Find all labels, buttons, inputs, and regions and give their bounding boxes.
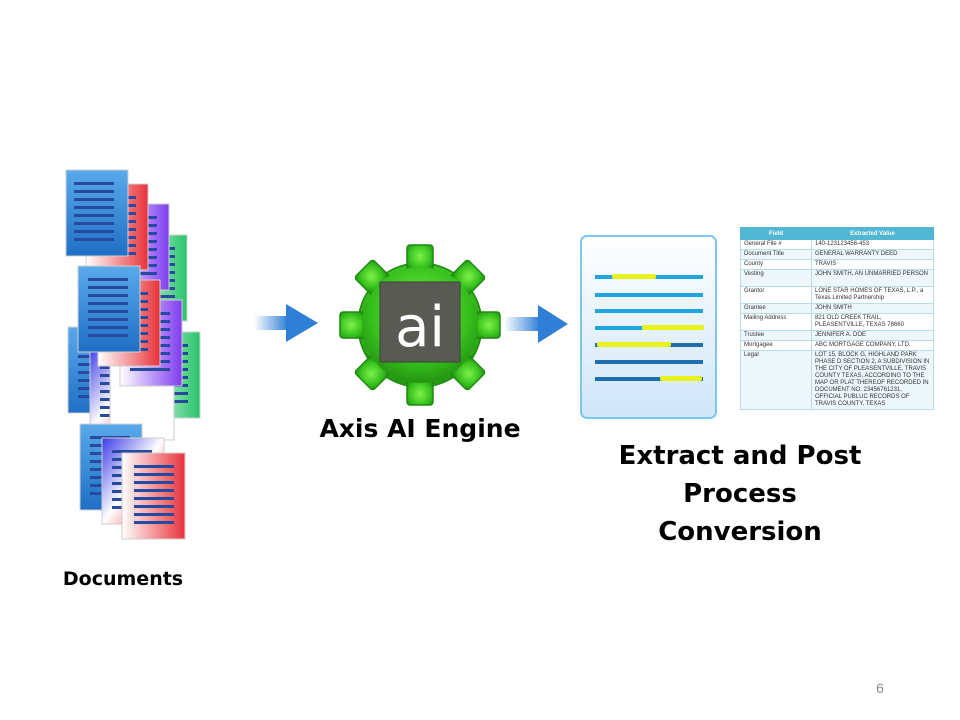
field-value: TRAVIS xyxy=(811,259,934,270)
table-row: General File #140-123123456-453 xyxy=(740,239,934,250)
extract-label: Extract and Post Process Conversion xyxy=(600,437,880,551)
field-name: Legal xyxy=(740,350,812,410)
extract-label-line: Process xyxy=(683,479,797,509)
table-header-value: Extracted Value xyxy=(811,227,934,240)
field-value: LONE STAR HOMES OF TEXAS, L.P., a Texas … xyxy=(811,286,934,304)
field-name: Document Title xyxy=(740,249,812,260)
field-value: JOHN SMITH xyxy=(811,303,934,314)
field-value: JENNIFER A. DOE xyxy=(811,330,934,341)
field-name: County xyxy=(740,259,812,270)
field-name: Grantor xyxy=(740,286,812,304)
field-name: Vesting xyxy=(740,269,812,287)
field-name: Mortgagee xyxy=(740,340,812,351)
extracted-document-icon xyxy=(580,235,717,419)
ai-logo-text: ai xyxy=(395,295,445,360)
arrow-right-icon xyxy=(504,305,568,343)
documents-label: Documents xyxy=(62,568,184,590)
table-header-row: Field Extracted Value xyxy=(740,227,934,240)
field-name: Trustee xyxy=(740,330,812,341)
documents-stack-icon xyxy=(65,169,201,540)
field-name: Mailing Address xyxy=(740,313,812,331)
ai-logo-box xyxy=(379,281,461,363)
field-value: JOHN SMITH, AN UNMARRIED PERSON xyxy=(811,269,934,287)
field-name: General File # xyxy=(740,239,812,250)
extract-label-line: Extract and Post xyxy=(618,441,862,471)
field-value: 821 OLD CREEK TRAIL, PLEASENTVILLE, TEXA… xyxy=(811,313,934,331)
table-header-field: Field xyxy=(740,227,812,240)
field-value: ABC MORTGAGE COMPANY, LTD. xyxy=(811,340,934,351)
field-value: GENERAL WARRANTY DEED xyxy=(811,249,934,260)
arrow-right-icon xyxy=(254,304,318,342)
field-value: LOT 15, BLOCK G, HIGHLAND PARK PHASE D S… xyxy=(811,350,934,410)
field-name: Grantee xyxy=(740,303,812,314)
field-value: 140-123123456-453 xyxy=(811,239,934,250)
extracted-fields-table: Field Extracted Value General File #140-… xyxy=(740,227,934,410)
extract-label-line: Conversion xyxy=(658,517,822,547)
engine-label: Axis AI Engine xyxy=(319,414,521,443)
page-number: 6 xyxy=(876,680,884,696)
